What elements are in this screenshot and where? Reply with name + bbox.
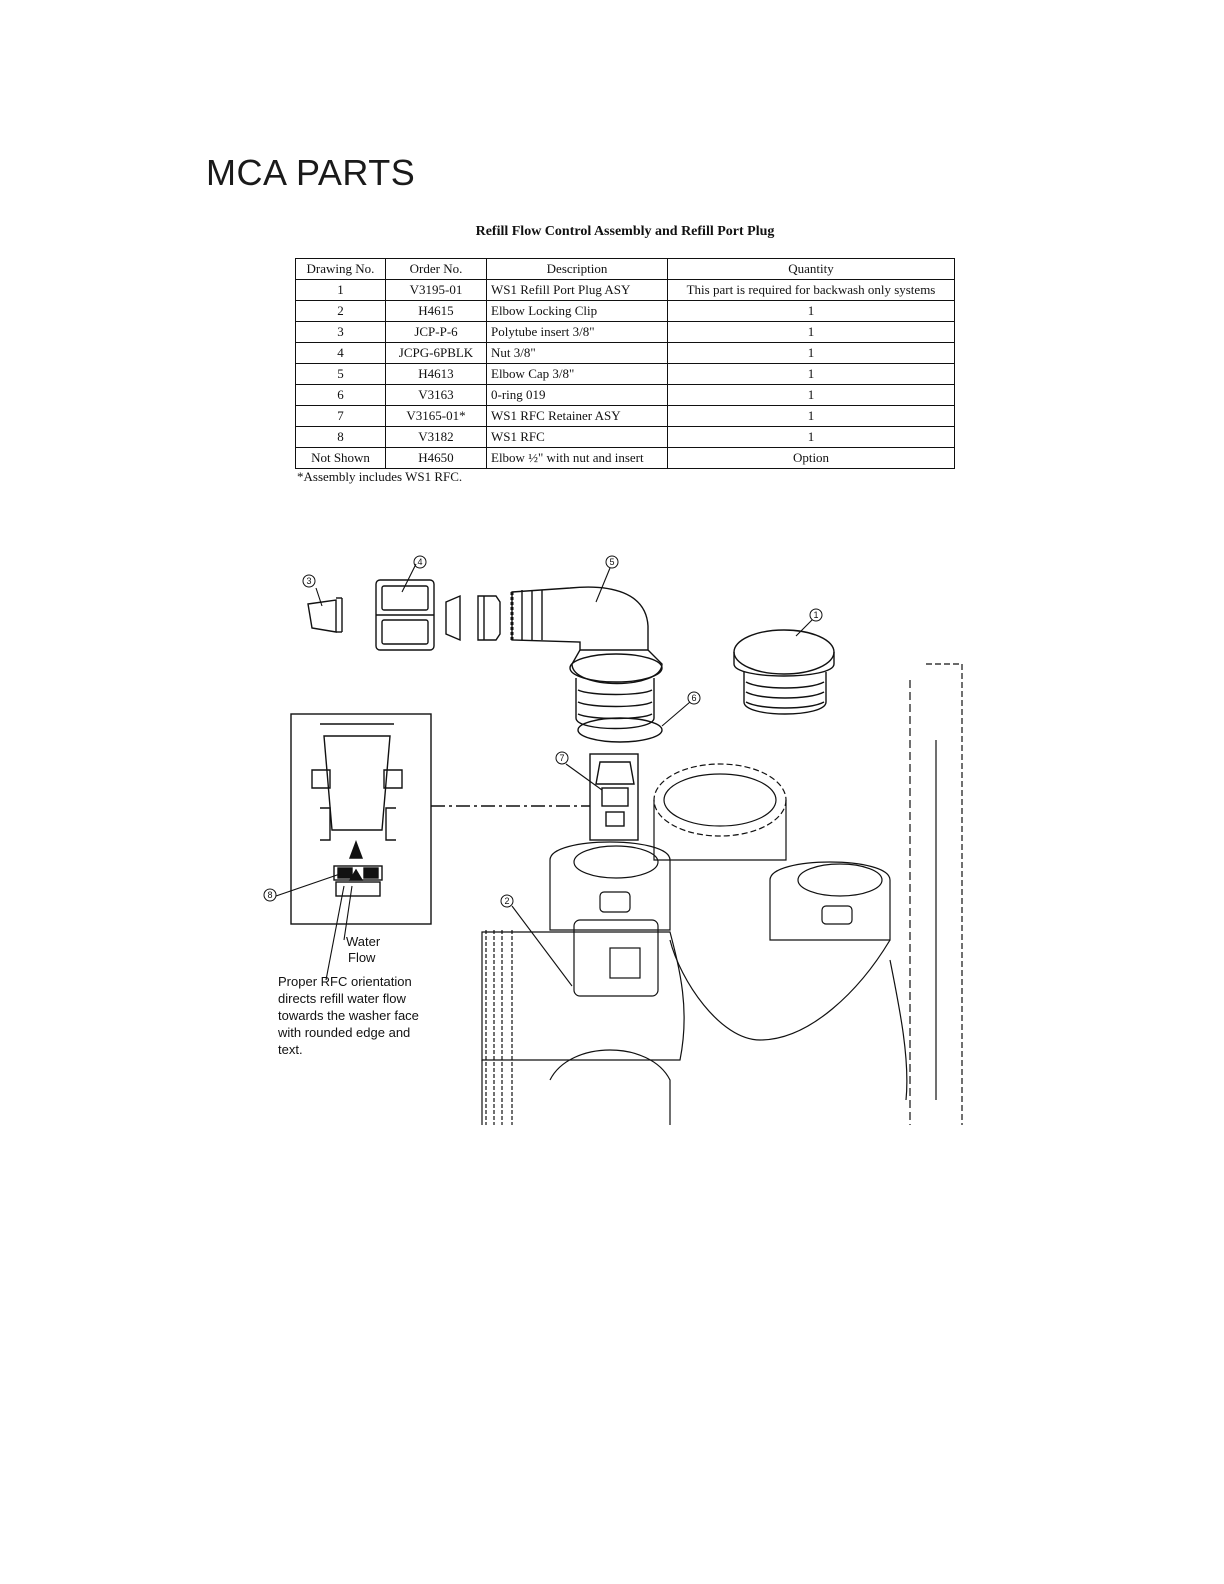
description-cell: 0-ring 019	[486, 384, 668, 406]
svg-text:5: 5	[609, 557, 614, 567]
column-header: Description	[486, 258, 668, 280]
svg-text:6: 6	[691, 693, 696, 703]
water-flow-label: Water Flow	[346, 934, 381, 965]
order-no-cell: JCPG-6PBLK	[385, 342, 487, 364]
elbow-cap-part	[510, 586, 663, 730]
description-cell: WS1 Refill Port Plug ASY	[486, 279, 668, 301]
order-no-cell: H4615	[385, 300, 487, 322]
svg-text:3: 3	[306, 576, 311, 586]
drawing-no-cell: 7	[295, 405, 386, 427]
drawing-no-cell: Not Shown	[295, 447, 386, 469]
table-row: 8 V3182 WS1 RFC 1	[295, 426, 955, 448]
drawing-no-cell: 4	[295, 342, 386, 364]
drawing-no-cell: 8	[295, 426, 386, 448]
callout-marker: 1	[809, 608, 823, 622]
column-header: Quantity	[667, 258, 955, 280]
order-no-cell: V3182	[385, 426, 487, 448]
table-row: 5 H4613 Elbow Cap 3/8" 1	[295, 363, 955, 385]
quantity-cell: 1	[667, 342, 955, 364]
nut-part	[375, 579, 435, 651]
table-row: 2 H4615 Elbow Locking Clip 1	[295, 300, 955, 322]
exploded-parts-diagram: 1 2 3 4 5 6 7 8 Water Flow Proper RFC or…	[263, 555, 963, 1125]
footnote: *Assembly includes WS1 RFC.	[297, 469, 463, 484]
quantity-cell: Option	[667, 447, 955, 469]
quantity-cell: 1	[667, 321, 955, 343]
drawing-no-cell: 1	[295, 279, 386, 301]
callout-marker: 7	[555, 751, 569, 765]
table-title: Refill Flow Control Assembly and Refill …	[475, 224, 775, 239]
parts-table: Drawing No. Order No. Description Quanti…	[295, 258, 955, 469]
valve-body	[481, 663, 963, 1125]
description-cell: Elbow Locking Clip	[486, 300, 668, 322]
table-row: 4 JCPG-6PBLK Nut 3/8" 1	[295, 342, 955, 364]
svg-text:7: 7	[559, 753, 564, 763]
column-header: Drawing No.	[295, 258, 386, 280]
svg-text:towards the washer face: towards the washer face	[278, 1008, 419, 1023]
cross-section-inset	[290, 713, 590, 925]
description-cell: Nut 3/8"	[486, 342, 668, 364]
order-no-cell: V3163	[385, 384, 487, 406]
description-cell: WS1 RFC	[486, 426, 668, 448]
quantity-cell: This part is required for backwash only …	[667, 279, 955, 301]
svg-text:with rounded edge and: with rounded edge and	[277, 1025, 410, 1040]
order-no-cell: H4613	[385, 363, 487, 385]
quantity-cell: 1	[667, 426, 955, 448]
callout-markers: 1 2 3 4 5 6 7 8	[263, 555, 823, 908]
table-row: 3 JCP-P-6 Polytube insert 3/8" 1	[295, 321, 955, 343]
o-ring-part	[577, 717, 663, 743]
table-row: Not Shown H4650 Elbow ½" with nut and in…	[295, 447, 955, 469]
insert-rings	[445, 594, 501, 642]
drawing-no-cell: 6	[295, 384, 386, 406]
refill-port-plug-part	[733, 629, 835, 715]
rfc-retainer-part	[589, 753, 639, 841]
quantity-cell: 1	[667, 300, 955, 322]
quantity-cell: 1	[667, 363, 955, 385]
svg-text:8: 8	[267, 890, 272, 900]
table-header-row: Drawing No. Order No. Description Quanti…	[295, 258, 955, 280]
table-row: 7 V3165-01* WS1 RFC Retainer ASY 1	[295, 405, 955, 427]
callout-marker: 2	[500, 894, 514, 908]
callout-marker: 8	[263, 888, 277, 902]
callout-marker: 5	[605, 555, 619, 569]
rfc-orientation-note: Proper RFC orientation directs refill wa…	[277, 974, 419, 1057]
page-title: MCA PARTS	[206, 152, 416, 193]
order-no-cell: V3165-01*	[385, 405, 487, 427]
callout-marker: 3	[302, 574, 316, 588]
description-cell: Elbow ½" with nut and insert	[486, 447, 668, 469]
callout-leaders	[275, 563, 813, 987]
svg-text:Water: Water	[346, 934, 381, 949]
column-header: Order No.	[385, 258, 487, 280]
svg-text:Proper RFC orientation: Proper RFC orientation	[278, 974, 412, 989]
drawing-no-cell: 3	[295, 321, 386, 343]
description-cell: WS1 RFC Retainer ASY	[486, 405, 668, 427]
order-no-cell: H4650	[385, 447, 487, 469]
svg-text:Flow: Flow	[348, 950, 376, 965]
description-cell: Elbow Cap 3/8"	[486, 363, 668, 385]
order-no-cell: V3195-01	[385, 279, 487, 301]
svg-text:directs refill water flow: directs refill water flow	[278, 991, 406, 1006]
callout-marker: 6	[687, 691, 701, 705]
svg-text:1: 1	[813, 610, 818, 620]
svg-text:2: 2	[504, 896, 509, 906]
svg-text:text.: text.	[278, 1042, 303, 1057]
quantity-cell: 1	[667, 405, 955, 427]
table-row: 1 V3195-01 WS1 Refill Port Plug ASY This…	[295, 279, 955, 301]
drawing-no-cell: 2	[295, 300, 386, 322]
quantity-cell: 1	[667, 384, 955, 406]
callout-marker: 4	[413, 555, 427, 569]
polytube-insert-part	[307, 597, 343, 633]
table-row: 6 V3163 0-ring 019 1	[295, 384, 955, 406]
drawing-no-cell: 5	[295, 363, 386, 385]
svg-text:4: 4	[417, 557, 422, 567]
order-no-cell: JCP-P-6	[385, 321, 487, 343]
description-cell: Polytube insert 3/8"	[486, 321, 668, 343]
